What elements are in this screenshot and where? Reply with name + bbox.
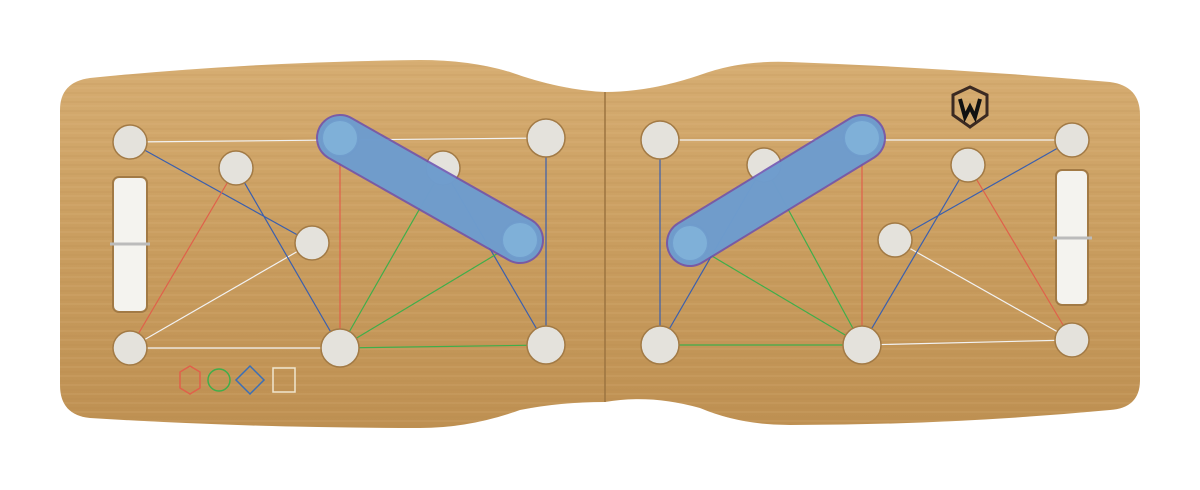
square-figure-emblem bbox=[272, 367, 296, 393]
hexagon-figure-emblem bbox=[179, 365, 201, 395]
peg-hole[interactable] bbox=[1054, 322, 1090, 358]
peg-hole[interactable] bbox=[1054, 122, 1090, 158]
peg-hole[interactable] bbox=[640, 120, 680, 160]
peg-hole[interactable] bbox=[112, 330, 148, 366]
peg-hole[interactable] bbox=[640, 325, 680, 365]
left-board bbox=[60, 60, 605, 428]
handle-slots bbox=[110, 169, 1092, 313]
diamond-figure-emblem bbox=[234, 364, 266, 396]
peg-hole[interactable] bbox=[294, 225, 330, 261]
peg-hole[interactable] bbox=[950, 147, 986, 183]
right-board bbox=[604, 61, 1140, 425]
emblems bbox=[179, 364, 296, 396]
peg-hole[interactable] bbox=[218, 150, 254, 186]
peg-hole[interactable] bbox=[320, 328, 360, 368]
peg-hole[interactable] bbox=[112, 124, 148, 160]
shield-logo-icon bbox=[951, 85, 989, 129]
peg-hole[interactable] bbox=[526, 118, 566, 158]
peg-hole[interactable] bbox=[877, 222, 913, 258]
circle-flex-emblem bbox=[207, 368, 231, 392]
highlighted-bands bbox=[316, 114, 886, 267]
peg-hole[interactable] bbox=[526, 325, 566, 365]
peg-hole[interactable] bbox=[842, 325, 882, 365]
